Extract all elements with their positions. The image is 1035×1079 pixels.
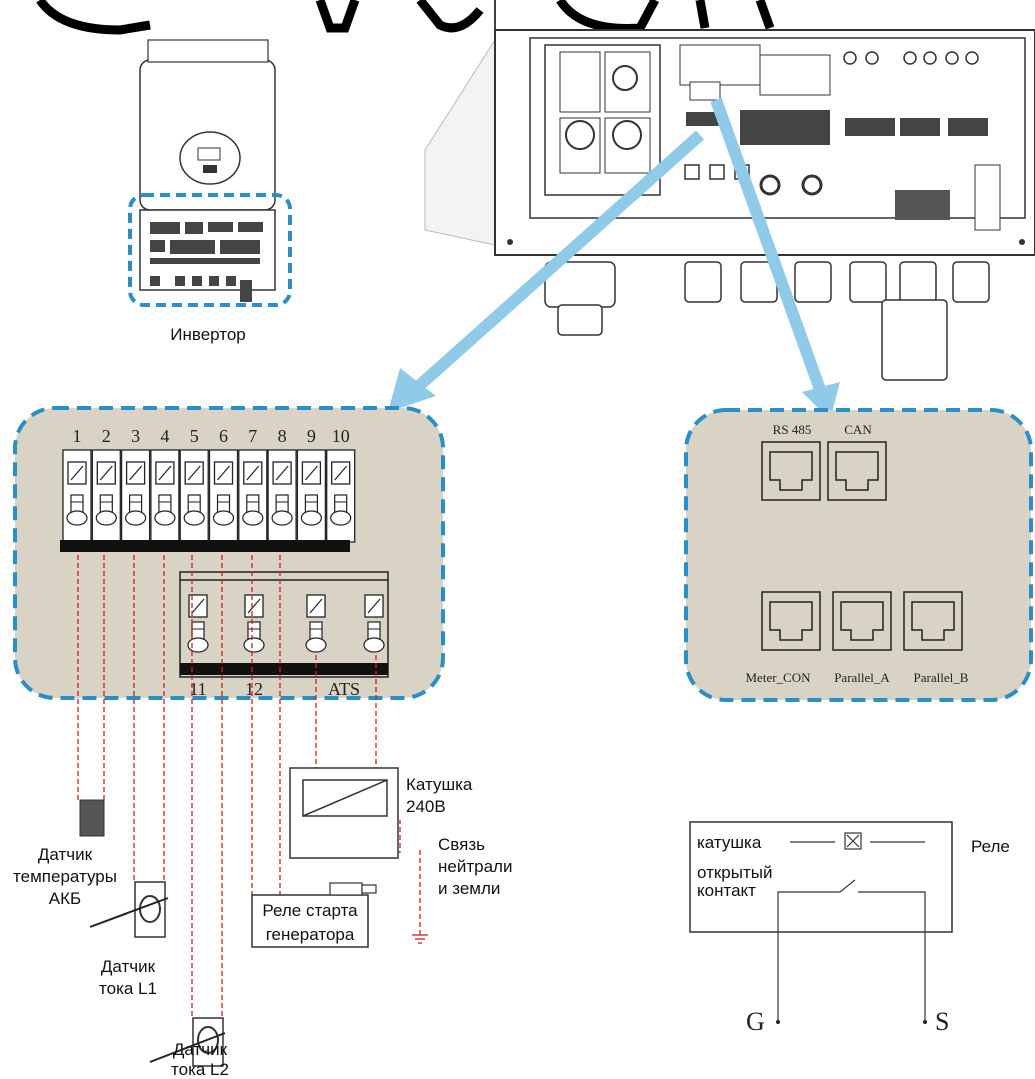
terminal-blocks (62, 449, 356, 543)
gen-start-relay-label-2: генератора (266, 925, 355, 944)
lower-terminal-screw (305, 594, 327, 653)
comm-panel: RS 485 CAN Meter_CON Parallel_A Parallel… (684, 408, 1033, 702)
ground-icon (412, 934, 428, 944)
terminal-screw (296, 449, 327, 543)
rj45-ports (761, 441, 963, 651)
rs485-label: RS 485 (773, 422, 812, 437)
terminal-screw (238, 449, 268, 543)
terminal-11-label: 11 (189, 679, 206, 699)
can-label: CAN (844, 422, 872, 437)
relay-label: Реле (971, 837, 1010, 856)
terminal-screw (179, 449, 209, 543)
lower-terminal-screw (243, 594, 265, 653)
relay-contact-label-1: открытый (697, 863, 772, 882)
zoom-arrows (388, 97, 840, 420)
relay-contact-label-2: контакт (697, 881, 756, 900)
inverter-illustration: Инвертор (128, 39, 292, 344)
battery-temp-label-1: Датчик (38, 845, 93, 864)
current-sensor-l1-icon (89, 881, 169, 938)
battery-temp-label-2: температуры (13, 867, 117, 886)
parallel-a-label: Parallel_A (834, 670, 890, 685)
terminal-number: 6 (219, 426, 228, 446)
lower-terminal-blocks (187, 594, 385, 653)
inverter-highlight (128, 193, 292, 307)
relay-box (689, 821, 953, 1022)
terminal-screw (208, 449, 239, 543)
current-sensor-l2-icon (149, 1017, 226, 1067)
terminal-number: 9 (307, 426, 316, 446)
terminal-12-label: 12 (245, 679, 263, 699)
ats-label: ATS (328, 679, 360, 699)
terminal-number: 10 (332, 426, 350, 446)
gen-start-relay-icon (251, 882, 377, 948)
terminal-number: 5 (190, 426, 199, 446)
zoom-wedge (424, 38, 496, 246)
wires (77, 555, 421, 1018)
rj45-port-icon (761, 591, 821, 651)
neutral-ground-label-3: и земли (438, 879, 500, 898)
current-sensor-l1-label-1: Датчик (101, 957, 156, 976)
current-sensor-l2-label-1: Датчик (173, 1040, 228, 1059)
terminal-screw (62, 449, 92, 543)
terminal-number: 4 (160, 426, 169, 446)
inverter-label: Инвертор (170, 325, 246, 344)
gen-start-relay-label-1: Реле старта (262, 901, 358, 920)
coil-240-label-2: 240В (406, 797, 446, 816)
terminal-number: 3 (131, 426, 140, 446)
coil-240-label-1: Катушка (406, 775, 473, 794)
terminal-screw (326, 449, 356, 543)
coil-240v-icon (289, 767, 399, 859)
meter-con-label: Meter_CON (746, 670, 812, 685)
terminal-screw (267, 449, 297, 543)
battery-temp-sensor-icon (79, 799, 105, 837)
inverter-board-detail (494, 29, 1035, 381)
terminal-screw (150, 449, 180, 543)
neutral-ground-label-2: нейтрали (438, 857, 512, 876)
rj45-port-icon (832, 591, 892, 651)
current-sensor-l1-label-2: тока L1 (99, 979, 157, 998)
lower-terminal-screw (187, 594, 209, 653)
battery-temp-label-3: АКБ (49, 889, 81, 908)
terminal-number: 1 (73, 426, 82, 446)
neutral-ground-label-1: Связь (438, 835, 485, 854)
relay-coil-label: катушка (697, 833, 762, 852)
rj45-port-icon (827, 441, 887, 501)
rj45-port-icon (761, 441, 821, 501)
rj45-port-icon (903, 591, 963, 651)
terminal-screw (91, 449, 121, 543)
terminal-number: 2 (102, 426, 111, 446)
lower-terminal-screw (363, 594, 385, 653)
g-label: G (746, 1007, 765, 1036)
current-sensor-l2-label-2: тока L2 (171, 1060, 229, 1079)
terminal-number: 8 (278, 426, 287, 446)
s-label: S (935, 1007, 949, 1036)
terminal-screw (120, 449, 151, 543)
logo-fragment (36, 0, 775, 40)
parallel-b-label: Parallel_B (914, 670, 969, 685)
terminal-number: 7 (248, 426, 257, 446)
